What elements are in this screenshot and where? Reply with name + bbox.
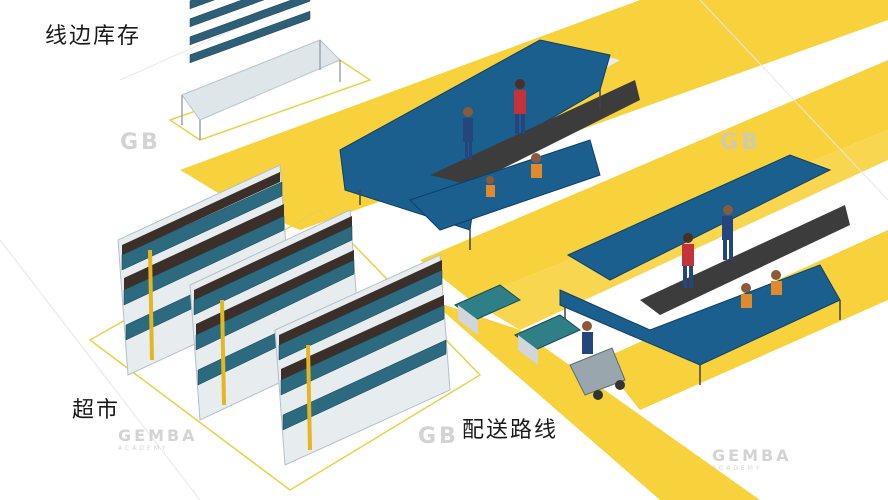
delivery-route-label: 配送路线 <box>462 418 559 443</box>
watermark-1: GEMBA ACADEMY <box>118 426 198 452</box>
rack-3 <box>274 254 451 466</box>
worker-8 <box>771 270 782 295</box>
supermarket-racks <box>117 164 451 466</box>
worker-1 <box>463 107 473 160</box>
line-side-inventory-label: 线边库存 <box>45 24 142 49</box>
worker-7 <box>741 283 752 308</box>
supermarket-label: 超市 <box>72 398 121 423</box>
watermark-brand: GEMBA <box>118 426 198 445</box>
rack-1 <box>117 164 291 376</box>
driver <box>582 321 593 354</box>
worker-4 <box>486 176 495 197</box>
tugger-train <box>454 284 626 400</box>
worker-5 <box>682 233 694 288</box>
watermark-logo-1: GB <box>120 130 161 155</box>
line-side-inventory-rack <box>168 0 372 141</box>
watermark-brand: GEMBA <box>712 446 792 465</box>
watermark-logo-2: GB <box>418 424 459 449</box>
watermark-logo-3: GB <box>720 130 761 155</box>
worker-2 <box>514 79 526 134</box>
assembly-line-2 <box>559 154 850 385</box>
assembly-line-1 <box>339 39 640 250</box>
worker-6 <box>722 205 733 260</box>
watermark-sub: ACADEMY <box>118 445 169 452</box>
worker-3 <box>531 153 542 178</box>
watermark-2: GEMBA ACADEMY <box>712 446 792 472</box>
watermark-sub: ACADEMY <box>712 465 763 472</box>
